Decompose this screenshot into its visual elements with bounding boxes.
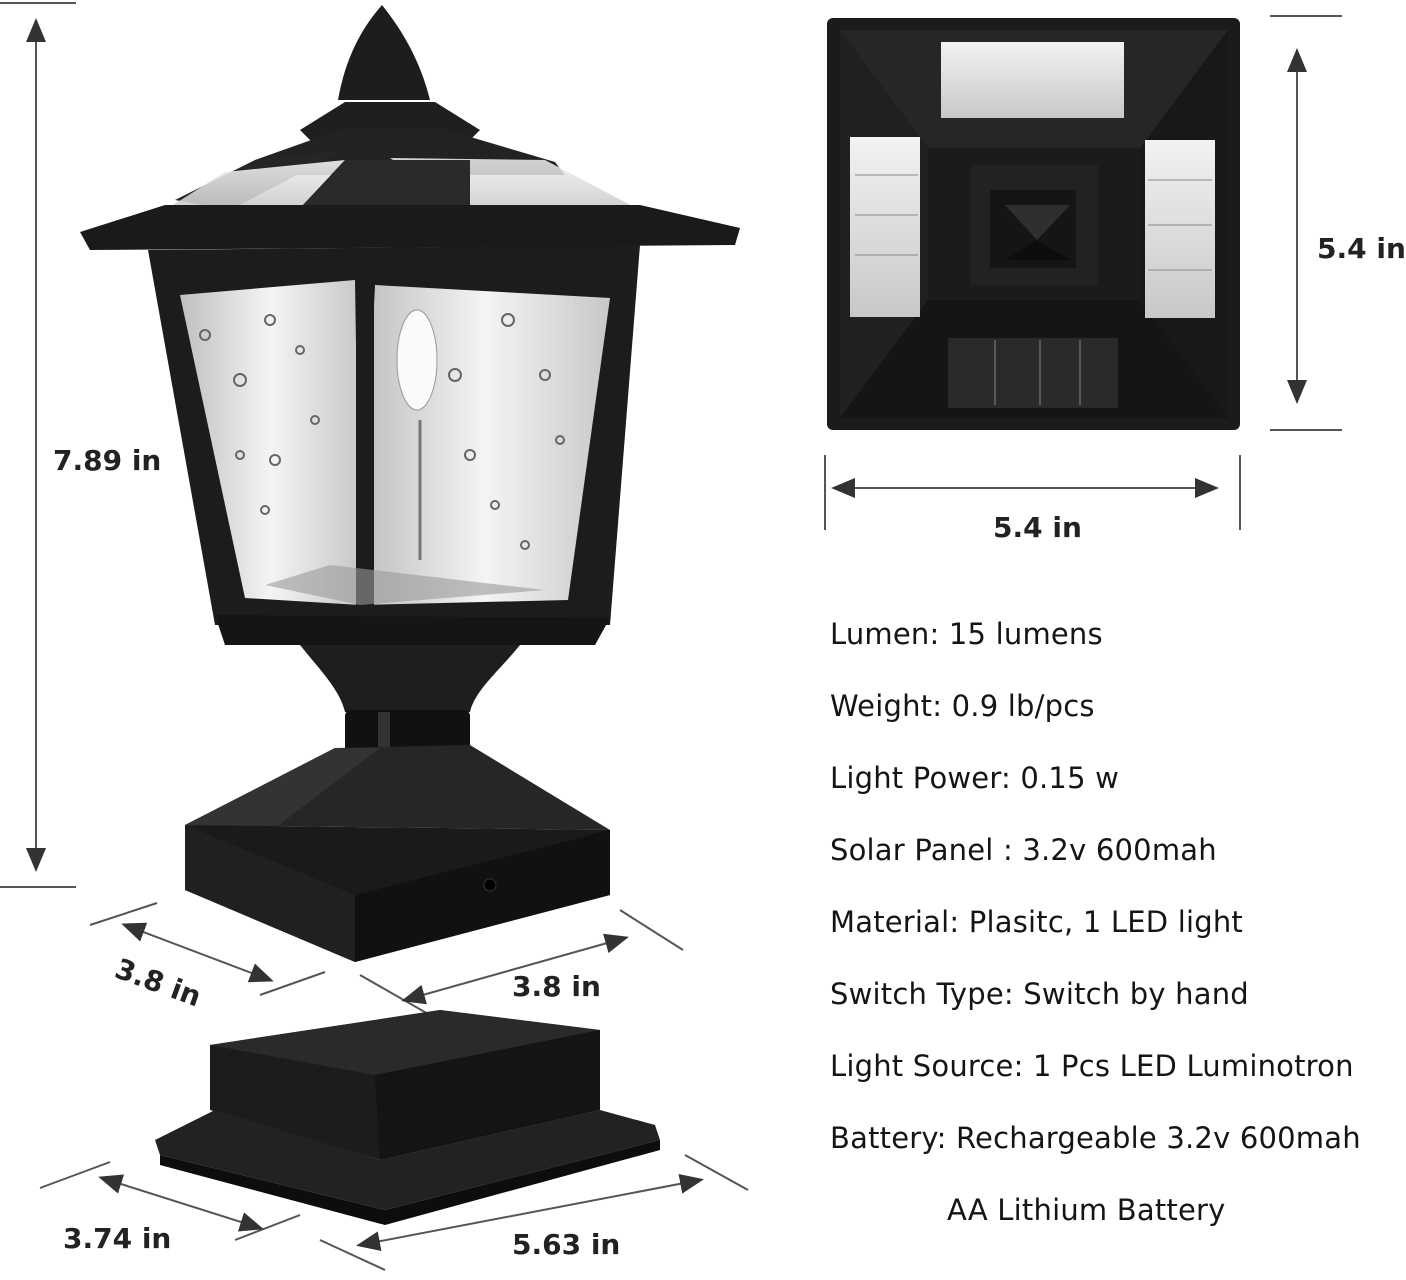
adapter-width-label: 5.63 in — [512, 1228, 621, 1261]
lamp-height-dimension — [0, 2, 76, 888]
base-width-label: 3.8 in — [512, 970, 601, 1003]
spec-battery: Battery: Rechargeable 3.2v 600mah — [830, 1121, 1361, 1155]
spec-solar-panel: Solar Panel : 3.2v 600mah — [830, 833, 1217, 867]
spec-light-power: Light Power: 0.15 w — [830, 761, 1120, 795]
top-view-dimensions — [824, 15, 1342, 530]
post-lamp — [80, 5, 740, 962]
spec-lumen: Lumen: 15 lumens — [830, 617, 1103, 651]
spec-switch-type: Switch Type: Switch by hand — [830, 977, 1249, 1011]
lamp-top-view — [827, 18, 1240, 430]
lamp-height-label: 7.89 in — [53, 444, 162, 477]
top-width-label: 5.4 in — [993, 511, 1082, 544]
spec-weight: Weight: 0.9 lb/pcs — [830, 689, 1095, 723]
top-height-label: 5.4 in — [1317, 232, 1406, 265]
adapter-dimensions — [39, 1154, 749, 1271]
spec-material: Material: Plasitc, 1 LED light — [830, 905, 1244, 939]
spec-light-source: Light Source: 1 Pcs LED Luminotron — [830, 1049, 1354, 1083]
adapter-base — [155, 1010, 660, 1225]
base-dimensions — [89, 902, 684, 1016]
adapter-depth-label: 3.74 in — [63, 1222, 172, 1255]
spec-battery-type: AA Lithium Battery — [947, 1193, 1226, 1227]
